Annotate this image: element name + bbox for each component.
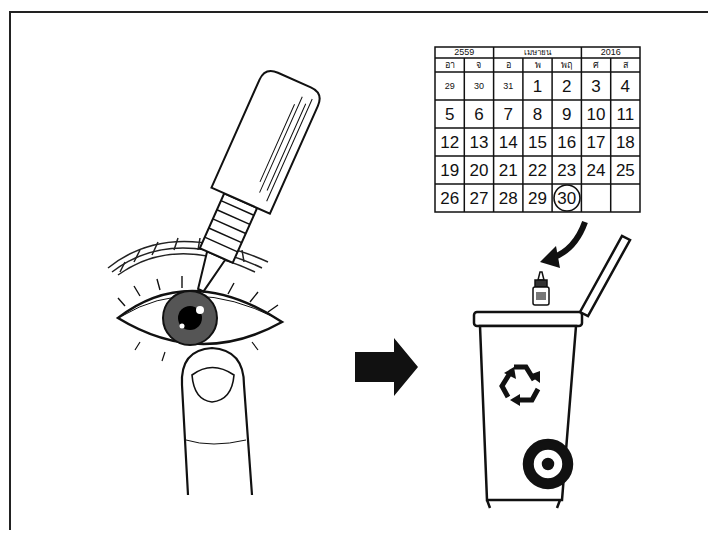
weekday-label: ส [623, 61, 628, 70]
small-bottle [533, 272, 549, 305]
date-number: 30 [557, 190, 576, 207]
weekday-label: พ [535, 61, 541, 70]
date-number: 29 [445, 82, 455, 91]
finger [182, 348, 252, 495]
date-number: 9 [562, 106, 571, 123]
date-number: 25 [616, 162, 635, 179]
date-number: 28 [499, 190, 518, 207]
eyebrow [108, 238, 268, 275]
date-circle [554, 185, 580, 211]
date-number: 3 [591, 78, 600, 95]
date-number: 20 [469, 162, 488, 179]
date-number: 6 [474, 106, 483, 123]
date-number: 16 [557, 134, 576, 151]
date-number: 1 [533, 78, 542, 95]
weekday-label: อา [445, 61, 455, 70]
date-number: 4 [621, 78, 630, 95]
date-number: 27 [469, 190, 488, 207]
date-number: 13 [469, 134, 488, 151]
date-number: 22 [528, 162, 547, 179]
date-number: 14 [499, 134, 518, 151]
date-number: 2 [562, 78, 571, 95]
weekday-label: พฤ [561, 61, 572, 70]
process-arrow [355, 338, 418, 396]
year-label: 2559 [454, 48, 474, 57]
recycle-symbol [502, 367, 540, 406]
date-number: 29 [528, 190, 547, 207]
arrow-head [540, 246, 560, 268]
date-number: 11 [617, 106, 635, 123]
date-number: 8 [533, 106, 542, 123]
date-number: 7 [503, 106, 512, 123]
date-number: 19 [440, 162, 459, 179]
year-label: 2016 [601, 48, 621, 57]
date-number: 12 [440, 134, 459, 151]
date-number: 26 [440, 190, 459, 207]
date-number: 30 [474, 82, 484, 91]
dropper-bottle [172, 67, 324, 303]
weekday-label: จ [476, 61, 481, 70]
weekday-label: ศ [593, 61, 599, 70]
date-number: 18 [616, 134, 635, 151]
date-number: 10 [587, 106, 606, 123]
date-number: 15 [528, 134, 547, 151]
calendar-grid [435, 47, 640, 212]
month-label: เมษายน [524, 49, 551, 57]
date-number: 5 [445, 106, 454, 123]
frame [10, 12, 708, 530]
date-number: 21 [499, 162, 518, 179]
date-number: 23 [557, 162, 576, 179]
date-number: 24 [587, 162, 606, 179]
weekday-label: อ [506, 61, 511, 70]
date-number: 17 [587, 134, 606, 151]
recycle-bin [474, 236, 630, 508]
date-number: 31 [503, 82, 513, 91]
